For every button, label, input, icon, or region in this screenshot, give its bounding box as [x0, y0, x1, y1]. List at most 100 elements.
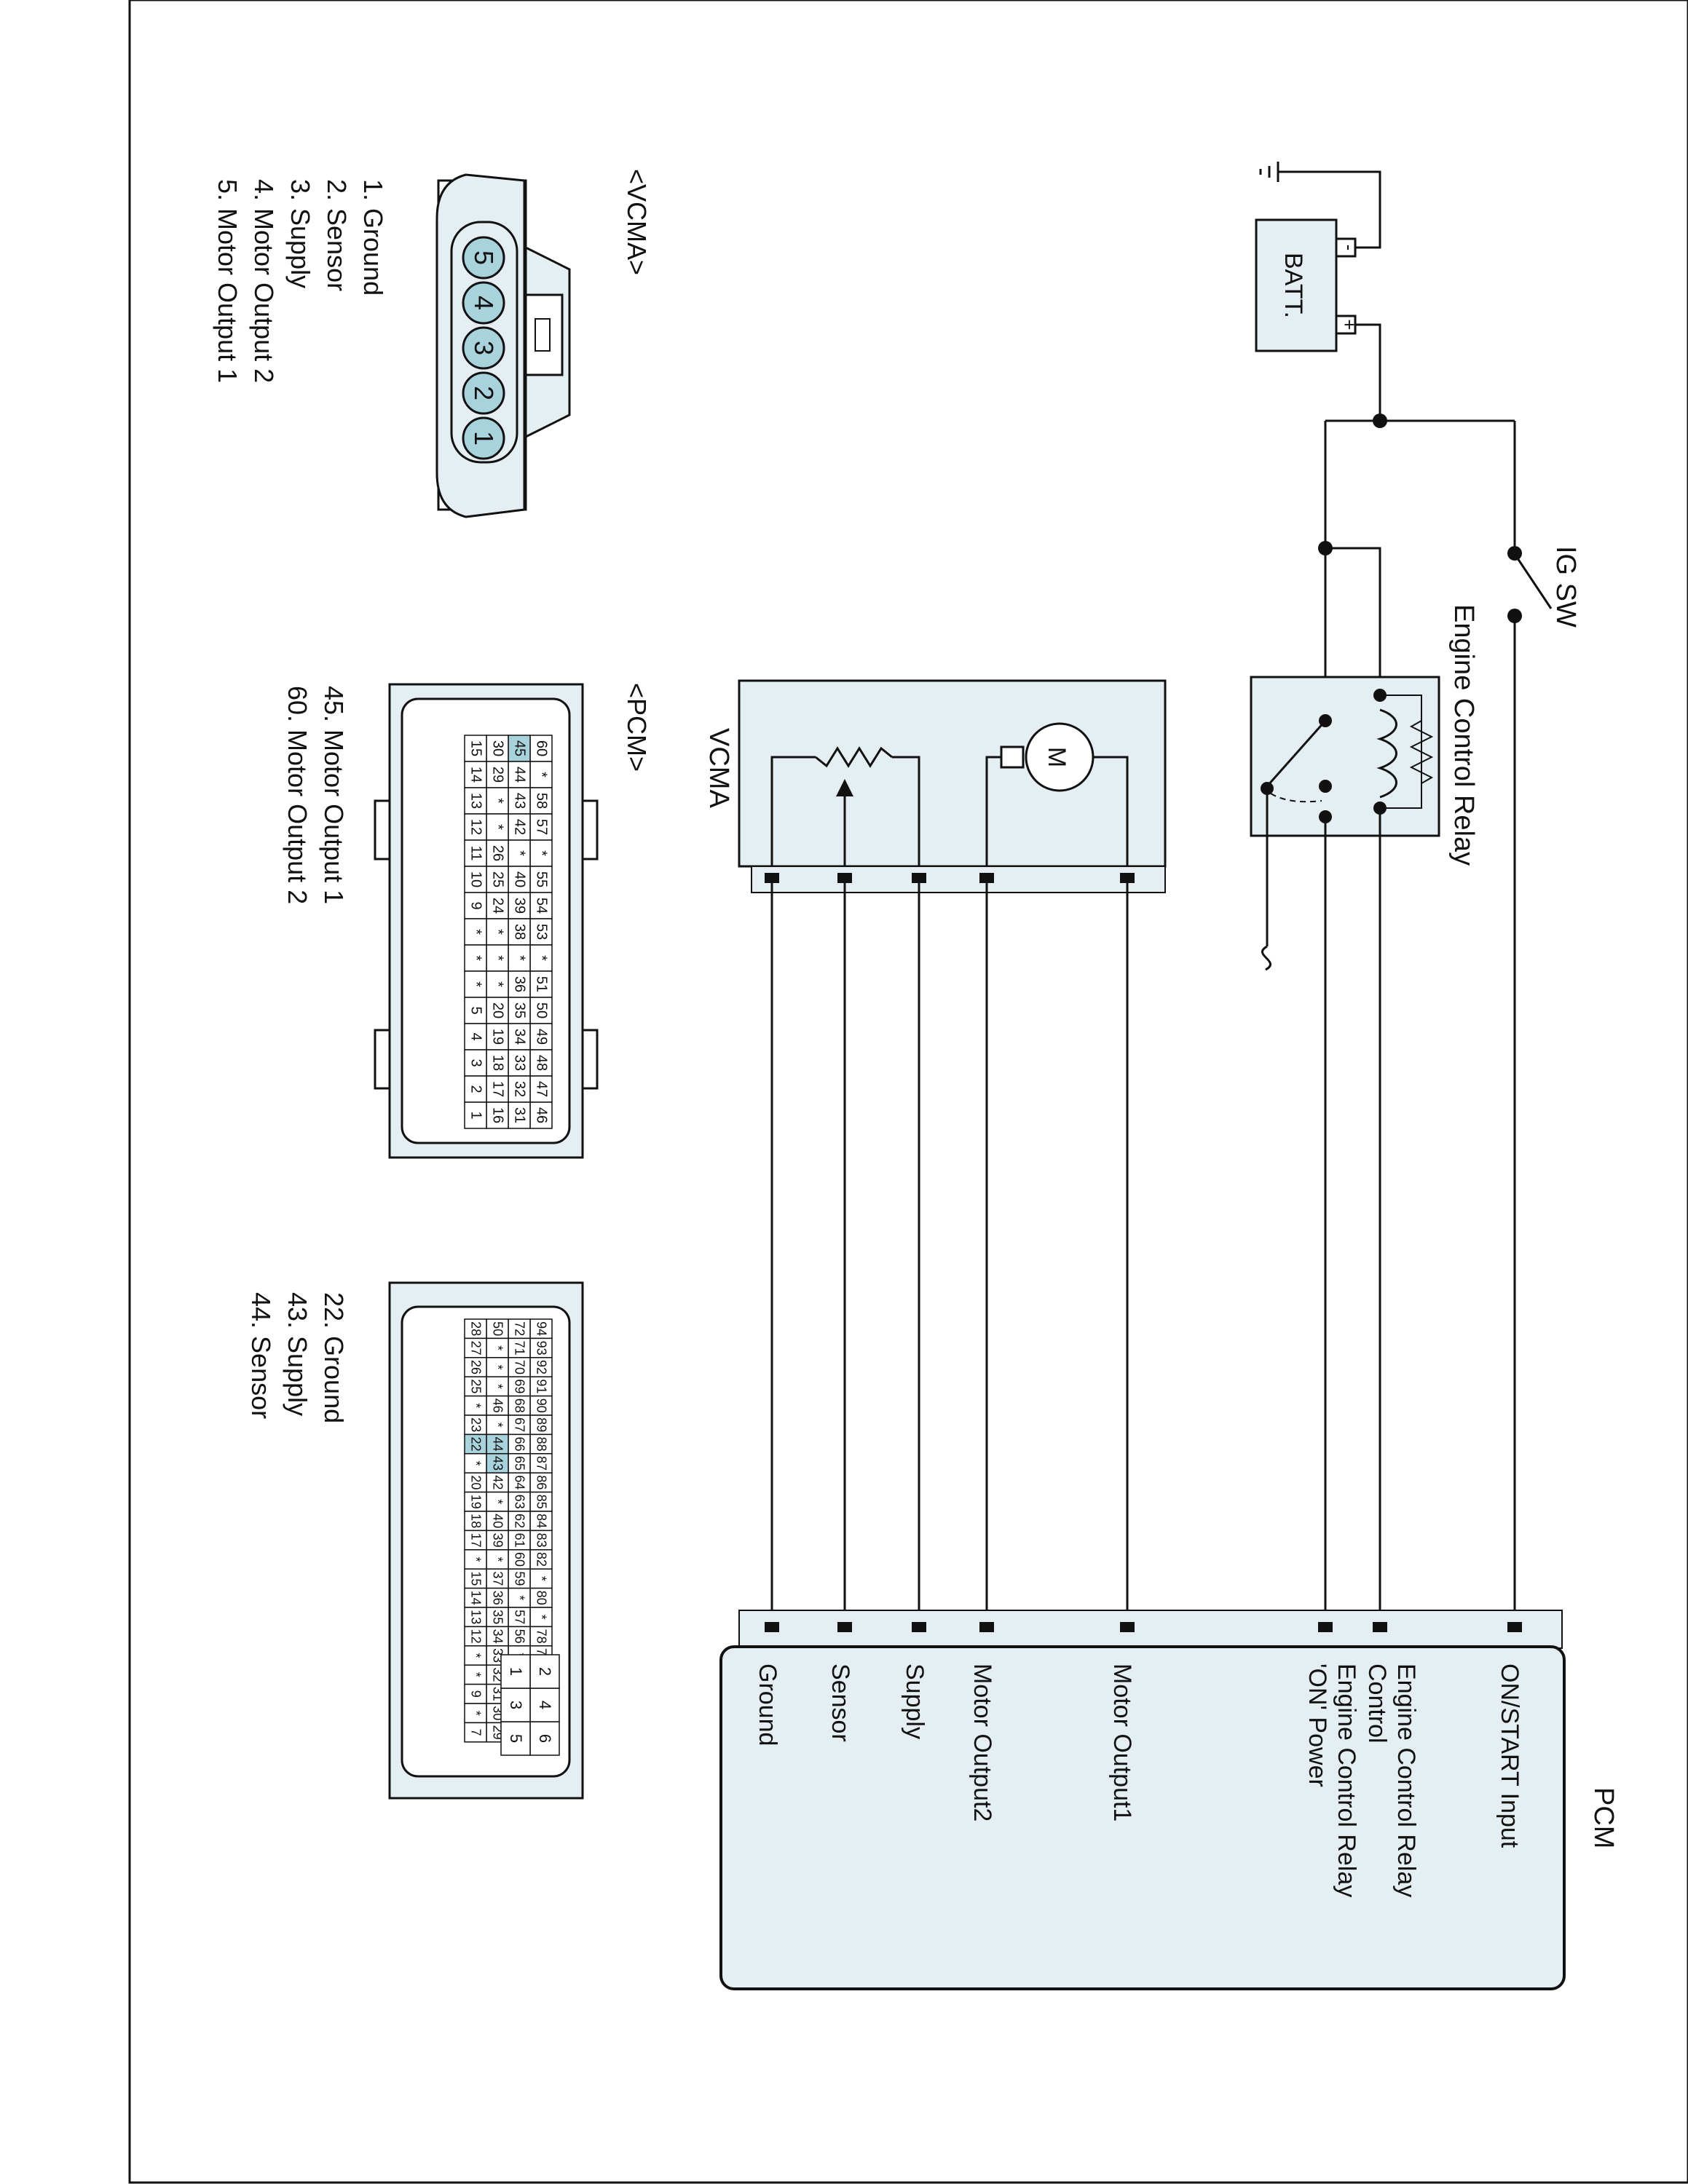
pcm-connector-b-grid: 94939291908988878685848382*80*7877767574… — [464, 1318, 560, 1756]
pin-label: 45 — [512, 740, 528, 756]
pin-label: 50 — [534, 1002, 550, 1018]
vcma-connector-title: <VCMA> — [622, 169, 652, 275]
pin-cell — [464, 1511, 487, 1532]
pin-label: 72 — [513, 1321, 527, 1336]
pin-cell — [508, 813, 531, 841]
pin-label: * — [534, 850, 550, 856]
pin-cell — [529, 944, 553, 972]
pin-cell — [529, 1337, 553, 1358]
pin-label: 44 — [512, 767, 528, 783]
pin-label: 12 — [469, 1629, 484, 1644]
pin-label: * — [490, 955, 506, 961]
pin-label: 19 — [469, 1495, 484, 1509]
pin-label: * — [468, 981, 484, 987]
side-pin-label: 4 — [536, 1701, 554, 1709]
pin-cell — [529, 1376, 553, 1397]
pin-cell — [464, 1075, 487, 1103]
pin-label: 49 — [534, 1029, 550, 1045]
pin-label: * — [491, 1345, 505, 1350]
pin-cell — [529, 997, 553, 1024]
pin-cell — [508, 1587, 531, 1608]
pin-label: 26 — [469, 1360, 484, 1374]
pin-label: 5 — [468, 1006, 484, 1014]
vcma-component: VCMA M — [703, 679, 1167, 893]
pin-label: 3 — [468, 1059, 484, 1067]
pin-cell — [486, 892, 509, 919]
pin-cell — [464, 1703, 487, 1724]
pin-label: * — [490, 981, 506, 987]
vcma-connector-pins: 1 2 3 4 5 — [462, 236, 505, 460]
pin-label: 39 — [512, 898, 528, 914]
motor-label: M — [1043, 747, 1070, 767]
pin-label: * — [491, 1364, 505, 1369]
ground-symbol — [1259, 162, 1279, 182]
pin-label: 57 — [513, 1610, 527, 1624]
pin-label: 43 — [491, 1456, 505, 1471]
pin-label: 25 — [490, 871, 506, 887]
pin-label: * — [513, 1595, 527, 1600]
pin-label: 15 — [468, 740, 484, 756]
page-frame — [128, 0, 1688, 2184]
pcm-terminals — [765, 1622, 1522, 1632]
pin-label: 25 — [469, 1379, 484, 1393]
pin-label: 17 — [490, 1081, 506, 1097]
pin-label: 7 — [469, 1729, 484, 1736]
pin-label: 19 — [490, 1029, 506, 1045]
pin-cell — [486, 1395, 509, 1416]
vcma-connector: <VCMA> 1 2 3 4 5 1. Ground 2. Sensor 3. … — [213, 169, 652, 518]
pin-label: 71 — [513, 1341, 527, 1356]
vcma-pin-1: 1 — [469, 431, 499, 446]
pin-label: 27 — [469, 1341, 484, 1356]
pin-cell — [508, 997, 531, 1024]
battery: BATT. - + — [1255, 218, 1360, 352]
pin-cell — [464, 1357, 487, 1377]
pin-label: * — [469, 1403, 484, 1408]
pin-label: 34 — [512, 1029, 528, 1045]
pin-label: 34 — [491, 1629, 505, 1644]
pcm-a-legend-2: 60. Motor Output 2 — [283, 686, 312, 904]
side-pin-label: 3 — [507, 1701, 525, 1709]
pin-label: 9 — [469, 1690, 484, 1698]
pin-label: 16 — [490, 1107, 506, 1123]
pin-cell — [508, 1049, 531, 1077]
pin-label: * — [534, 772, 550, 778]
pin-label: 10 — [468, 871, 484, 887]
pin-cell — [508, 1491, 531, 1512]
pin-cell — [529, 1587, 553, 1608]
pin-label: * — [534, 955, 550, 961]
pcm-b-legend-1: 22. Ground — [319, 1292, 349, 1423]
pin-label: 29 — [490, 767, 506, 783]
pin-cell — [486, 1472, 509, 1493]
pin-label: 13 — [469, 1610, 484, 1624]
side-pin-label: 5 — [507, 1734, 525, 1743]
pin-label: 83 — [535, 1533, 549, 1548]
pin-label: 17 — [469, 1533, 484, 1548]
pcm-component: PCM — [719, 1610, 1619, 1990]
vcma-pin-4: 4 — [469, 296, 499, 310]
wire-ground-to-batt — [1278, 170, 1381, 249]
pin-cell — [508, 918, 531, 946]
engine-control-relay: Engine Control Relay — [1250, 604, 1479, 866]
pin-label: * — [469, 1711, 484, 1716]
pin-label: 67 — [513, 1417, 527, 1432]
pin-label: * — [468, 929, 484, 935]
pin-cell — [464, 1607, 487, 1628]
wire-batt-plus — [1356, 323, 1381, 421]
vcma-legend-3: 3. Supply — [285, 179, 315, 288]
pin-label: 24 — [490, 898, 506, 914]
pin-label: * — [535, 1615, 549, 1620]
pin-cell — [529, 1607, 553, 1628]
pcm-pin-relay-on-power-2: 'ON' Power — [1304, 1663, 1331, 1787]
pin-label: 9 — [468, 901, 484, 909]
vcma-legend-2: 2. Sensor — [322, 179, 352, 291]
pin-label: 44 — [491, 1437, 505, 1452]
pin-label: 4 — [468, 1032, 484, 1040]
pin-cell — [486, 1023, 509, 1051]
side-pin-label: 1 — [507, 1667, 525, 1676]
pin-label: 92 — [535, 1360, 549, 1374]
pin-label: 13 — [468, 793, 484, 809]
pcm-pin-on-start-input: ON/START Input — [1496, 1663, 1523, 1848]
pin-cell — [529, 1511, 553, 1532]
vcma-label: VCMA — [703, 728, 734, 808]
